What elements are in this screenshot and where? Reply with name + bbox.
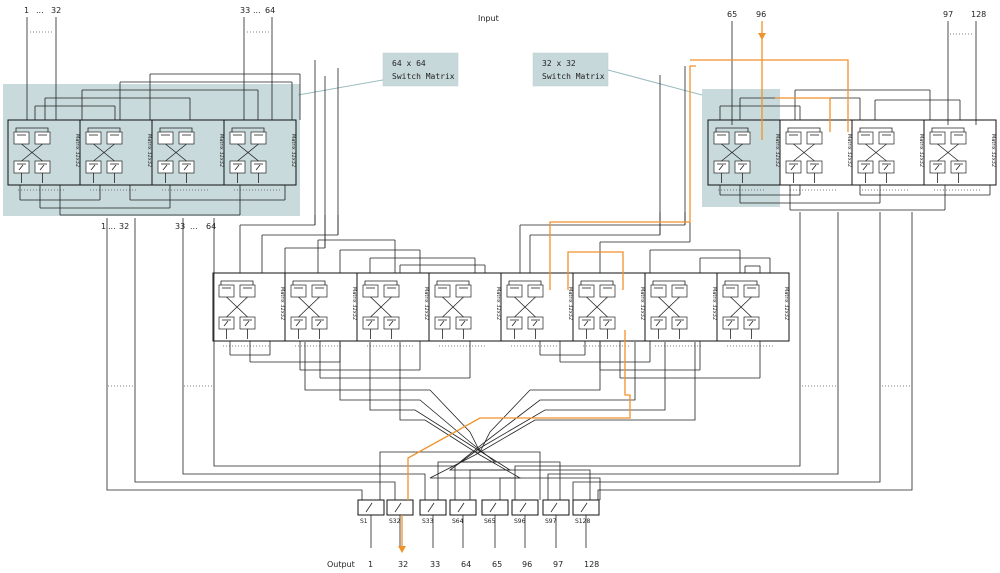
mid-label-64: 64 bbox=[206, 222, 216, 231]
top-right-module-label-4: Matrix 32x32 bbox=[990, 134, 996, 167]
output-label-97: 97 bbox=[553, 560, 563, 569]
output-switch-5: S65 bbox=[481, 499, 509, 548]
callout-32x32: 32 x 32 Switch Matrix bbox=[532, 52, 703, 96]
output-label-65: 65 bbox=[492, 560, 502, 569]
top-left-module-label-2: Matrix 32x32 bbox=[146, 134, 152, 167]
top-right-module-label-3: Matrix 32x32 bbox=[918, 134, 924, 167]
top-right-module-label-1: Matrix 32x32 bbox=[774, 134, 780, 167]
callout-64x64-line1: 64 x 64 bbox=[392, 59, 426, 68]
output-label-64: 64 bbox=[461, 560, 471, 569]
middle-module-7: Matrix 32x32 bbox=[644, 272, 718, 347]
output-label-96: 96 bbox=[522, 560, 532, 569]
output-switch-8: S128 bbox=[572, 499, 600, 548]
input-label-96: 96 bbox=[756, 10, 766, 19]
output-label-33: 33 bbox=[430, 560, 440, 569]
mid-label-32: 32 bbox=[119, 222, 129, 231]
output-switch-4: S64 bbox=[449, 499, 477, 548]
middle-module-1: Matrix 32x32 bbox=[212, 272, 286, 347]
input-label-65: 65 bbox=[727, 10, 737, 19]
input-label-ellipsis-a: ... bbox=[36, 6, 44, 15]
output-switch-label-8: S128 bbox=[575, 518, 590, 525]
output-switch-label-6: S96 bbox=[514, 518, 526, 525]
highlight-segment bbox=[407, 330, 631, 500]
arrow-icon bbox=[758, 33, 766, 40]
callout-32x32-line1: 32 x 32 bbox=[542, 59, 576, 68]
callout-32x32-line2: Switch Matrix bbox=[542, 72, 605, 81]
long-runs bbox=[106, 212, 913, 500]
mid-labels: 1 ... 32 33 ... 64 bbox=[101, 222, 216, 231]
input-label-97: 97 bbox=[943, 10, 953, 19]
output-labels: Output 1 32 33 64 65 96 97 128 bbox=[327, 560, 599, 569]
highlight-segment bbox=[690, 59, 849, 132]
middle-module-label-2: Matrix 32x32 bbox=[351, 287, 357, 320]
diagram-title: Input bbox=[478, 14, 499, 23]
highlight-segment bbox=[549, 65, 696, 290]
output-switch-7: S97 bbox=[542, 499, 570, 548]
middle-module-2: Matrix 32x32 bbox=[284, 272, 358, 347]
output-switch-3: S33 bbox=[419, 499, 447, 548]
highlight-segment bbox=[775, 97, 831, 132]
middle-module-5: Matrix 32x32 bbox=[500, 272, 574, 347]
mid-label-1: 1 bbox=[101, 222, 106, 231]
output-switch-label-1: S1 bbox=[360, 518, 368, 525]
mid-label-33: 33 bbox=[175, 222, 185, 231]
output-label-32: 32 bbox=[398, 560, 408, 569]
output-label-1: 1 bbox=[368, 560, 373, 569]
middle-module-8: Matrix 32x32 bbox=[716, 272, 790, 347]
top-left-module-3: Matrix 32x32 bbox=[151, 119, 225, 191]
middle-module-6: Matrix 32x32 bbox=[572, 272, 646, 347]
highlight-segment bbox=[567, 251, 624, 290]
mid-label-ellipsis-b: ... bbox=[190, 222, 198, 231]
callout-64x64-line2: Switch Matrix bbox=[392, 72, 455, 81]
callout-64x64: 64 x 64 Switch Matrix bbox=[297, 52, 459, 96]
input-label-1: 1 bbox=[24, 6, 29, 15]
highlight-path bbox=[398, 21, 849, 553]
output-title: Output bbox=[327, 560, 355, 569]
output-switch-label-3: S33 bbox=[422, 518, 434, 525]
input-label-128: 128 bbox=[971, 10, 986, 19]
top-right-module-3: Matrix 32x32 bbox=[851, 119, 925, 191]
output-switch-label-2: S32 bbox=[389, 518, 401, 525]
top-right-module-4: Matrix 32x32 bbox=[923, 119, 997, 191]
output-switch-2: S32 bbox=[386, 499, 414, 548]
middle-module-3: Matrix 32x32 bbox=[356, 272, 430, 347]
output-switch-label-5: S65 bbox=[484, 518, 496, 525]
matrix-32x32-highlight bbox=[702, 89, 780, 207]
middle-module-label-5: Matrix 32x32 bbox=[567, 287, 573, 320]
crossover-bundle bbox=[304, 342, 696, 500]
middle-module-label-4: Matrix 32x32 bbox=[495, 287, 501, 320]
top-left-module-label-3: Matrix 32x32 bbox=[218, 134, 224, 167]
middle-module-label-8: Matrix 32x32 bbox=[783, 287, 789, 320]
top-right-module-2: Matrix 32x32 bbox=[779, 119, 853, 191]
input-label-ellipsis-b: ... bbox=[253, 6, 261, 15]
input-label-64: 64 bbox=[265, 6, 275, 15]
middle-module-4: Matrix 32x32 bbox=[428, 272, 502, 347]
output-switch-1: S1 bbox=[357, 499, 385, 548]
middle-module-label-7: Matrix 32x32 bbox=[711, 287, 717, 320]
middle-module-label-6: Matrix 32x32 bbox=[639, 287, 645, 320]
mid-label-ellipsis-a: ... bbox=[108, 222, 116, 231]
middle-module-label-3: Matrix 32x32 bbox=[423, 287, 429, 320]
output-switch-label-7: S97 bbox=[545, 518, 557, 525]
middle-module-label-1: Matrix 32x32 bbox=[279, 287, 285, 320]
top-left-module-label-4: Matrix 32x32 bbox=[290, 134, 296, 167]
input-leads bbox=[26, 17, 977, 125]
output-switch-row: S1 S32 S33 S64 S65 S96 S97 S128 bbox=[357, 499, 600, 548]
top-left-module-label-1: Matrix 32x32 bbox=[74, 134, 80, 167]
output-switch-6: S96 bbox=[511, 499, 539, 548]
input-label-32: 32 bbox=[51, 6, 61, 15]
top-right-module-label-2: Matrix 32x32 bbox=[846, 134, 852, 167]
arrow-icon bbox=[398, 546, 406, 553]
input-labels: 1 ... 32 33 ... 64 65 96 97 128 bbox=[24, 6, 986, 19]
output-label-128: 128 bbox=[584, 560, 599, 569]
output-switch-label-4: S64 bbox=[452, 518, 464, 525]
input-label-33: 33 bbox=[240, 6, 250, 15]
